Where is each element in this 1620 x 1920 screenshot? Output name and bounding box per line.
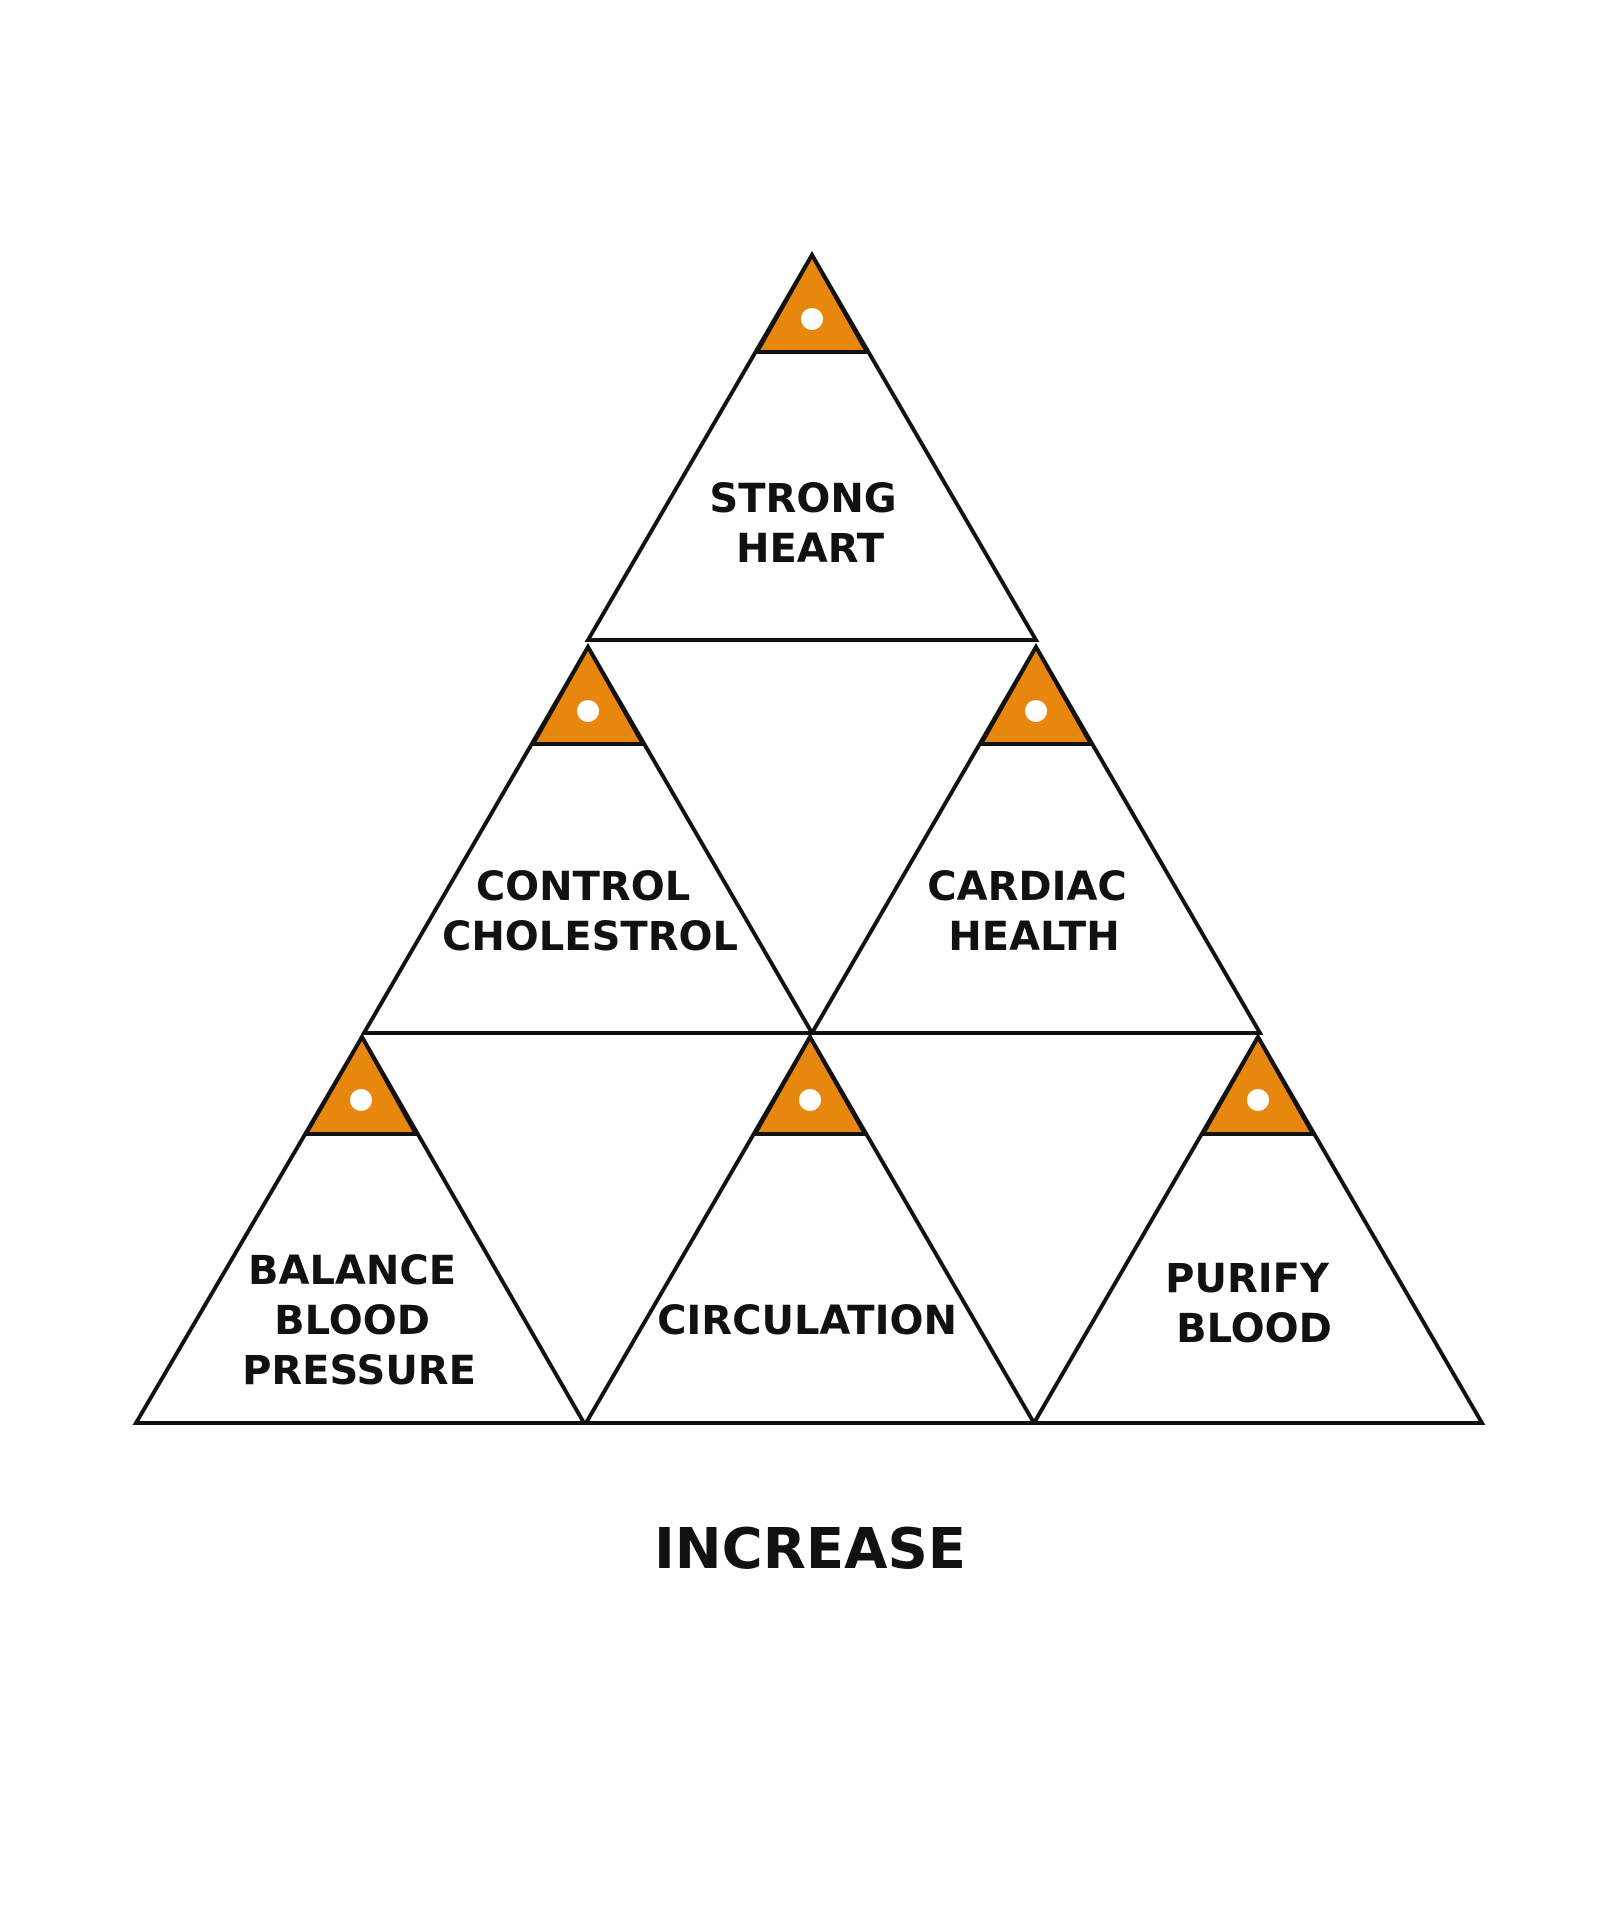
tip-dot-icon: [799, 1089, 821, 1111]
tip-marker-icon: [529, 642, 647, 746]
triangle-outline: [360, 643, 816, 1035]
label-line: BALANCE: [248, 1248, 456, 1294]
label-line: BLOOD: [1176, 1306, 1332, 1352]
tip-dot-icon: [350, 1089, 372, 1111]
tip-dot-icon: [1247, 1089, 1269, 1111]
node-label-circulation: CIRCULATION: [657, 1298, 957, 1344]
tip-marker-icon: [753, 250, 871, 354]
diagram-caption: INCREASE: [654, 1517, 966, 1582]
tip-marker-icon: [977, 642, 1095, 746]
label-line: BLOOD: [274, 1298, 430, 1344]
triangle-strong-heart: STRONG HEART: [584, 250, 1040, 642]
triangle-outline: [132, 1033, 588, 1425]
tip-dot-icon: [577, 700, 599, 722]
node-label-strong-heart: STRONG HEART: [709, 476, 910, 572]
tip-dot-icon: [1025, 700, 1047, 722]
node-label-cardiac-health: CARDIAC HEALTH: [927, 864, 1140, 960]
triangle-outline: [1030, 1033, 1486, 1425]
triangle-purify-blood: PURIFY BLOOD: [1030, 1032, 1486, 1425]
triangle-outline: [808, 643, 1264, 1035]
node-label-purify-blood: PURIFY BLOOD: [1165, 1256, 1343, 1352]
node-label-control-cholestrol: CONTROL CHOLESTROL: [442, 864, 738, 960]
tip-dot-icon: [801, 308, 823, 330]
triangle-outline: [582, 1033, 1038, 1425]
label-line: PRESSURE: [242, 1348, 476, 1394]
label-line: CHOLESTROL: [442, 914, 738, 960]
label-line: CIRCULATION: [657, 1298, 957, 1344]
label-line: STRONG: [709, 476, 896, 522]
label-line: HEART: [736, 526, 885, 572]
label-line: HEALTH: [948, 914, 1119, 960]
tip-marker-icon: [302, 1032, 420, 1136]
triangle-cardiac-health: CARDIAC HEALTH: [808, 642, 1264, 1035]
label-line: CONTROL: [476, 864, 690, 910]
triangle-circulation: CIRCULATION: [582, 1032, 1038, 1425]
tip-marker-icon: [1199, 1032, 1317, 1136]
label-line: PURIFY: [1165, 1256, 1330, 1302]
node-label-balance-blood-pressure: BALANCE BLOOD PRESSURE: [242, 1248, 476, 1394]
triangle-control-cholestrol: CONTROL CHOLESTROL: [360, 642, 816, 1035]
triangle-balance-blood-pressure: BALANCE BLOOD PRESSURE: [132, 1032, 588, 1425]
triangle-outline: [584, 251, 1040, 642]
label-line: CARDIAC: [927, 864, 1127, 910]
tip-marker-icon: [751, 1032, 869, 1136]
